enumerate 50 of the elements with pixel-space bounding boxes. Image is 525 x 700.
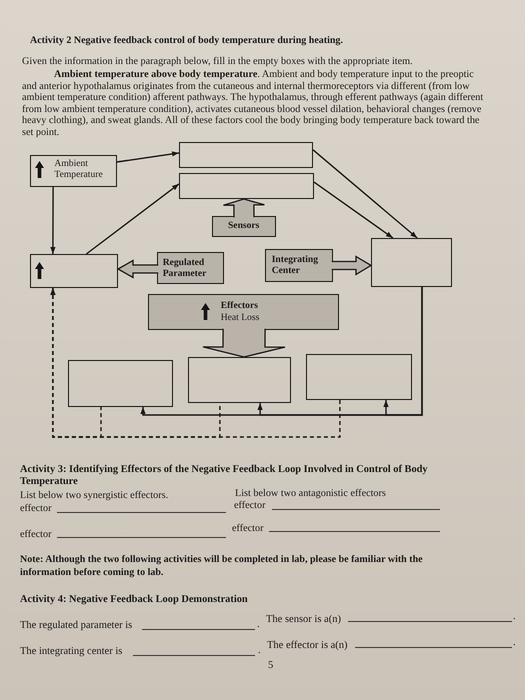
label-box (157, 252, 224, 284)
field-label: effector (234, 500, 266, 512)
answer-box (68, 360, 173, 407)
field-label: effector (20, 529, 52, 541)
answer-box (179, 173, 314, 199)
block-arrow (331, 255, 372, 276)
field-label: effector (232, 523, 264, 535)
answer-box (30, 254, 118, 288)
answer-box (179, 142, 313, 168)
answer-box (188, 357, 291, 403)
node-label: Sensors (226, 220, 260, 232)
node-label: Ambient Temperature (54, 158, 104, 180)
period-mark: . (258, 645, 261, 657)
answer-box (306, 354, 412, 400)
label-box (148, 294, 339, 330)
dashed-arrow (50, 288, 341, 438)
arrow (50, 187, 56, 254)
arrow (383, 287, 423, 416)
page-number: 5 (268, 660, 274, 672)
period-mark: . (257, 619, 260, 631)
instruction-text: Given the information in the paragraph below, fill in the empty boxes with the appropriate item. (22, 56, 413, 68)
process-box (30, 155, 117, 187)
worksheet-title: Activity 2 Negative feedback control of body temperature during heating. (30, 35, 343, 47)
field-label: The integrating center is (20, 646, 122, 658)
block-arrow (116, 259, 159, 279)
node-label: Regulated Parameter (162, 256, 208, 279)
field-label: The regulated parameter is (20, 620, 132, 632)
prompt-text: List below two antagonistic effectors (235, 488, 386, 500)
block-arrow (222, 198, 266, 218)
arrow (312, 149, 418, 239)
arrow (116, 151, 180, 163)
note-text: Note: Although the two following activities will be completed in lab, please be familiar with the information before coming to lab. (20, 553, 424, 579)
label-box (265, 249, 333, 282)
field-label: effector (20, 503, 52, 515)
field-label: The sensor is a(n) (266, 614, 341, 626)
node-label: Heat Loss (220, 312, 260, 323)
activity-heading: Activity 3: Identifying Effectors of the Negative Feedback Loop Involved in Control of Body Temperature (20, 464, 429, 487)
arrow (314, 182, 394, 239)
answer-box (371, 238, 452, 287)
activity-heading: Activity 4: Negative Feedback Loop Demonstration (20, 594, 248, 606)
node-label: Integrating Center (272, 254, 320, 276)
arrow (86, 183, 180, 255)
prompt-text: List below two synergistic effectors. (20, 490, 168, 502)
paragraph: Ambient temperature above body temperature. Ambient and body temperature input to the preoptic and anterior hypothalamus originates from the cutaneous and internal thermoreceptors via different (from low ambient temperature condition) afferent pathways. The hypothalamus, through efferent pathways (again different from low ambient temperature condition), activates cutaneous blood vessel dilation, behavioral changes (remove heavy clothing), and sweat glands. All of these factors cool the body bringing body temperature back toward the set point. (22, 69, 484, 139)
label-box (212, 216, 276, 237)
node-label: Effectors (220, 300, 258, 311)
block-arrow (202, 328, 286, 358)
period-mark: . (513, 611, 516, 623)
field-label: The effector is a(n) (267, 640, 348, 652)
period-mark: . (513, 637, 516, 649)
